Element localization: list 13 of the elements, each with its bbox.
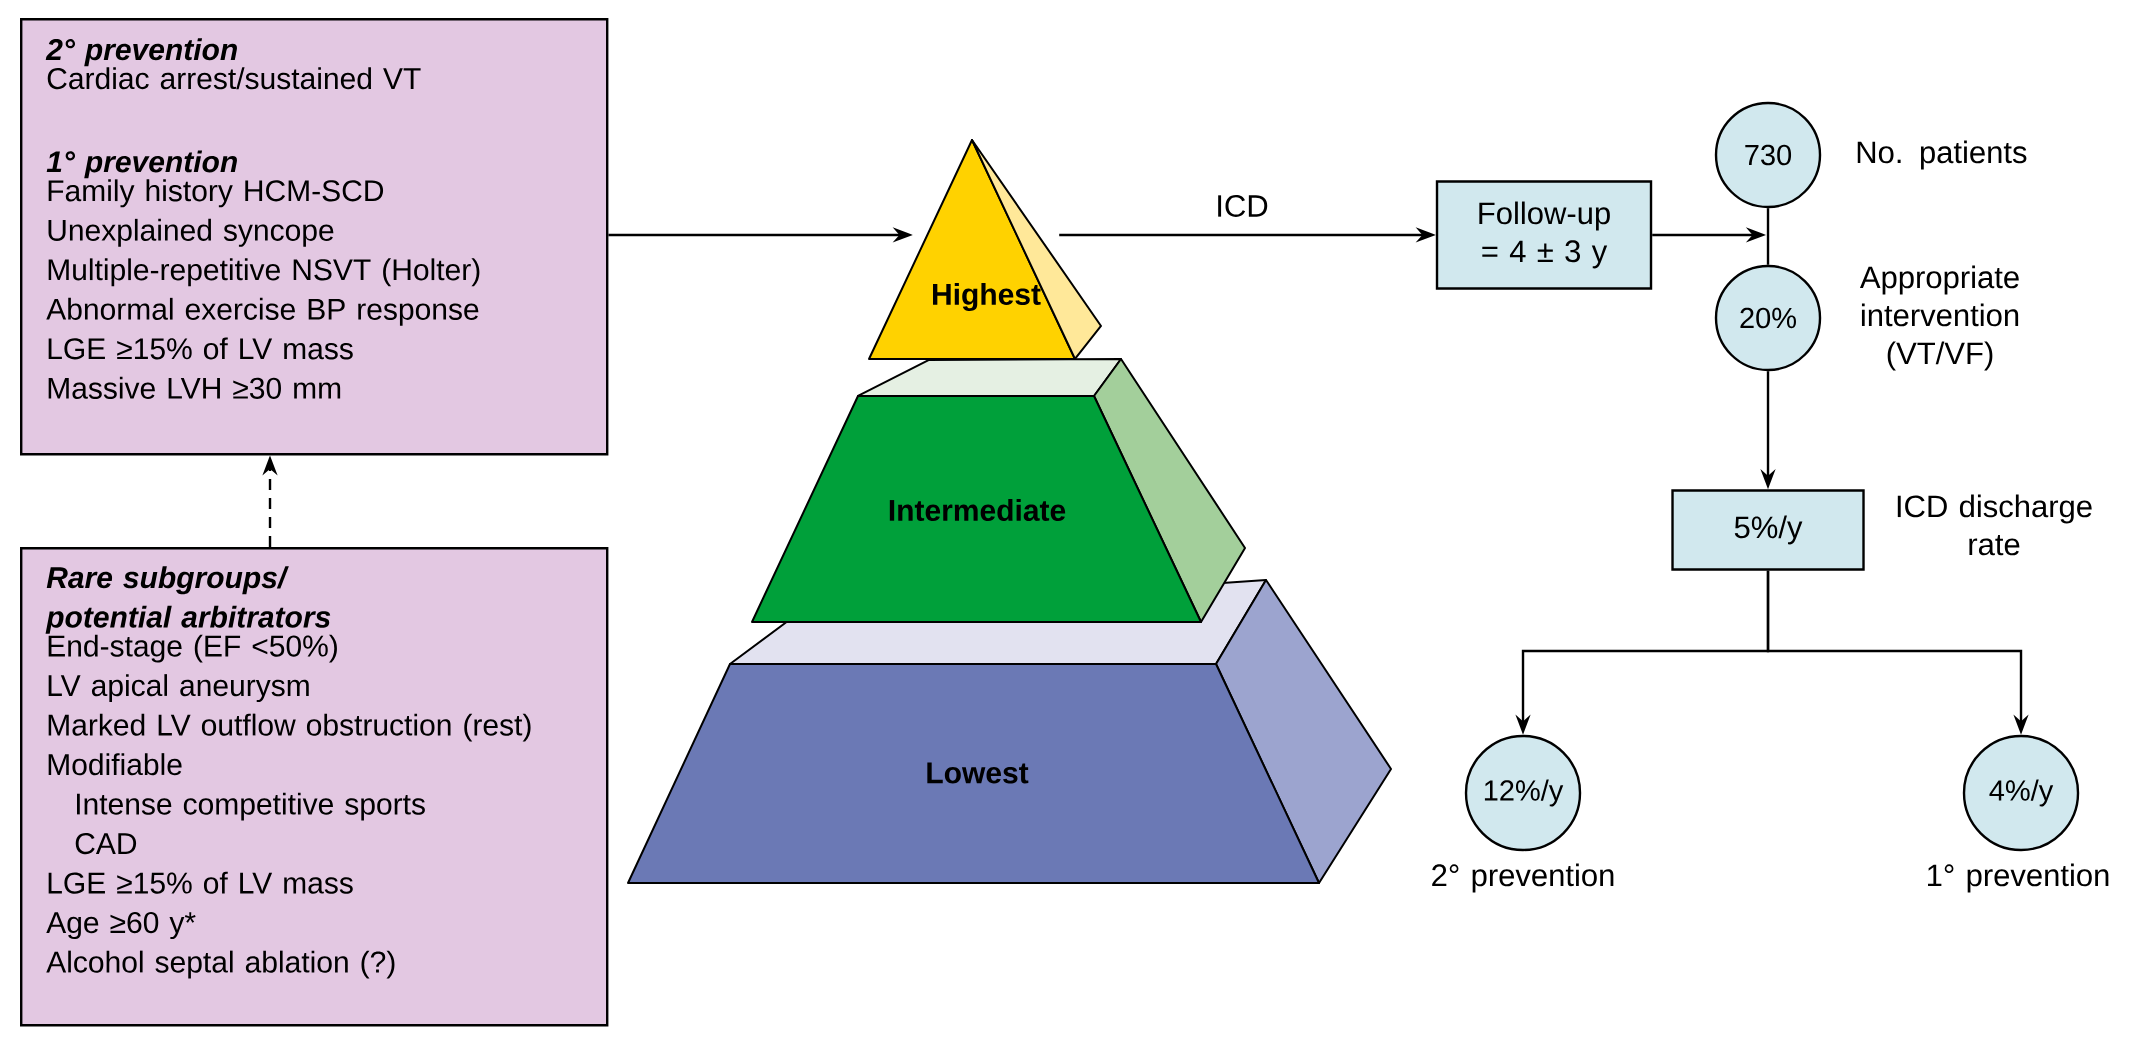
node-caption: 2° prevention [1432,863,1614,893]
pyramid-tier: Highest [868,139,1102,360]
node-caption: ICD discharge rate [1897,494,2092,556]
node-caption: 1° prevention [1928,863,2109,893]
node-caption: No. patients [1857,140,2027,170]
pyramid-tier: Intermediate [751,358,1246,623]
criteria-box: 2° prevention Cardiac arrest/sustained VT 1° prevention Family history HCM-SCD Unexplained syncope Multiple-repetitive NSVT (Holter) Abnormal exercise BP response LGE ≥15% of LV mass Massive LVH ≥30 mm [20,18,609,456]
edge-label: ICD [1213,193,1271,219]
pyramid-tier: Lowest [627,579,1392,884]
criteria-box: Rare subgroups/ potential arbitrators End-stage (EF <50%) LV apical aneurysm Marked LV outflow obstruction (rest) Modifiable Intense competitive sports CAD LGE ≥15% of LV mass Age ≥60 y* Alcohol septal ablation (?) [20,546,609,1027]
result-box: Follow-up = 4 ± 3 y [1435,180,1653,290]
result-box: 5%/y [1671,489,1865,571]
node-caption: Appropriate intervention (VT/VF) [1859,265,2019,371]
